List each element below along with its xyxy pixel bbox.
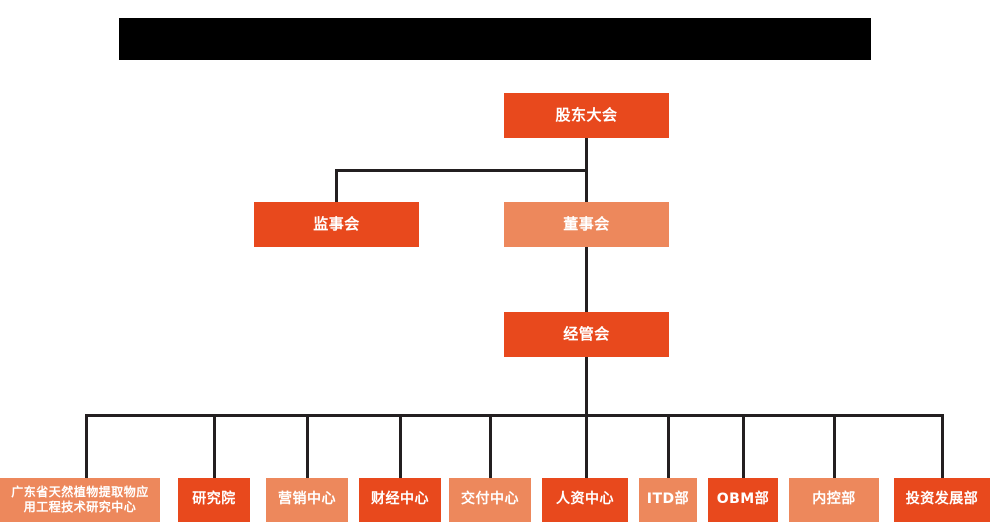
node-obm-department[interactable]: OBM部 [708, 478, 778, 522]
node-board-of-directors[interactable]: 董事会 [504, 202, 669, 247]
connector-directors-to-mgmt [585, 245, 588, 312]
node-delivery-center[interactable]: 交付中心 [449, 478, 531, 522]
node-label: ITD部 [646, 491, 690, 508]
node-label: 监事会 [313, 215, 360, 234]
connector-mgmt-down [585, 356, 588, 416]
node-itd-department[interactable]: ITD部 [639, 478, 697, 522]
node-research-center[interactable]: 广东省天然植物提取物应 用工程技术研究中心 [0, 478, 160, 522]
node-board-of-supervisors[interactable]: 监事会 [254, 202, 419, 247]
node-label: 股东大会 [555, 106, 618, 125]
connector-drop-finance-center [399, 414, 402, 478]
node-shareholders-meeting[interactable]: 股东大会 [504, 93, 669, 138]
node-research-institute[interactable]: 研究院 [178, 478, 250, 522]
node-hr-center[interactable]: 人资中心 [542, 478, 628, 522]
node-label: 投资发展部 [905, 491, 979, 508]
redacted-title-bar [119, 18, 871, 60]
connector-drop-investment-dev [941, 414, 944, 478]
connector-directors-drop [585, 169, 588, 202]
node-marketing-center[interactable]: 营销中心 [266, 478, 348, 522]
connector-drop-hr-center [585, 414, 588, 478]
connector-drop-research-center [85, 414, 88, 478]
node-internal-control[interactable]: 内控部 [789, 478, 879, 522]
node-label: 董事会 [563, 215, 610, 234]
node-label: OBM部 [716, 491, 770, 508]
connector-drop-research-institute [213, 414, 216, 478]
node-label: 人资中心 [556, 491, 614, 508]
node-label: 经管会 [563, 325, 610, 344]
node-label: 内控部 [812, 491, 856, 508]
node-label: 广东省天然植物提取物应 用工程技术研究中心 [11, 485, 149, 514]
node-label: 营销中心 [278, 491, 336, 508]
connector-drop-itd-department [667, 414, 670, 478]
node-label: 财经中心 [371, 491, 429, 508]
connector-department-bus [85, 414, 943, 417]
node-label: 研究院 [192, 491, 236, 508]
node-management-committee[interactable]: 经管会 [504, 312, 669, 357]
node-label: 交付中心 [461, 491, 519, 508]
connector-supervisors-drop [335, 169, 338, 202]
connector-level2-horizontal [335, 169, 588, 172]
connector-drop-delivery-center [489, 414, 492, 478]
connector-shareholders-down [585, 137, 588, 172]
connector-drop-obm-department [742, 414, 745, 478]
connector-drop-internal-control [833, 414, 836, 478]
node-investment-development[interactable]: 投资发展部 [894, 478, 990, 522]
node-finance-center[interactable]: 财经中心 [359, 478, 441, 522]
connector-drop-marketing-center [306, 414, 309, 478]
